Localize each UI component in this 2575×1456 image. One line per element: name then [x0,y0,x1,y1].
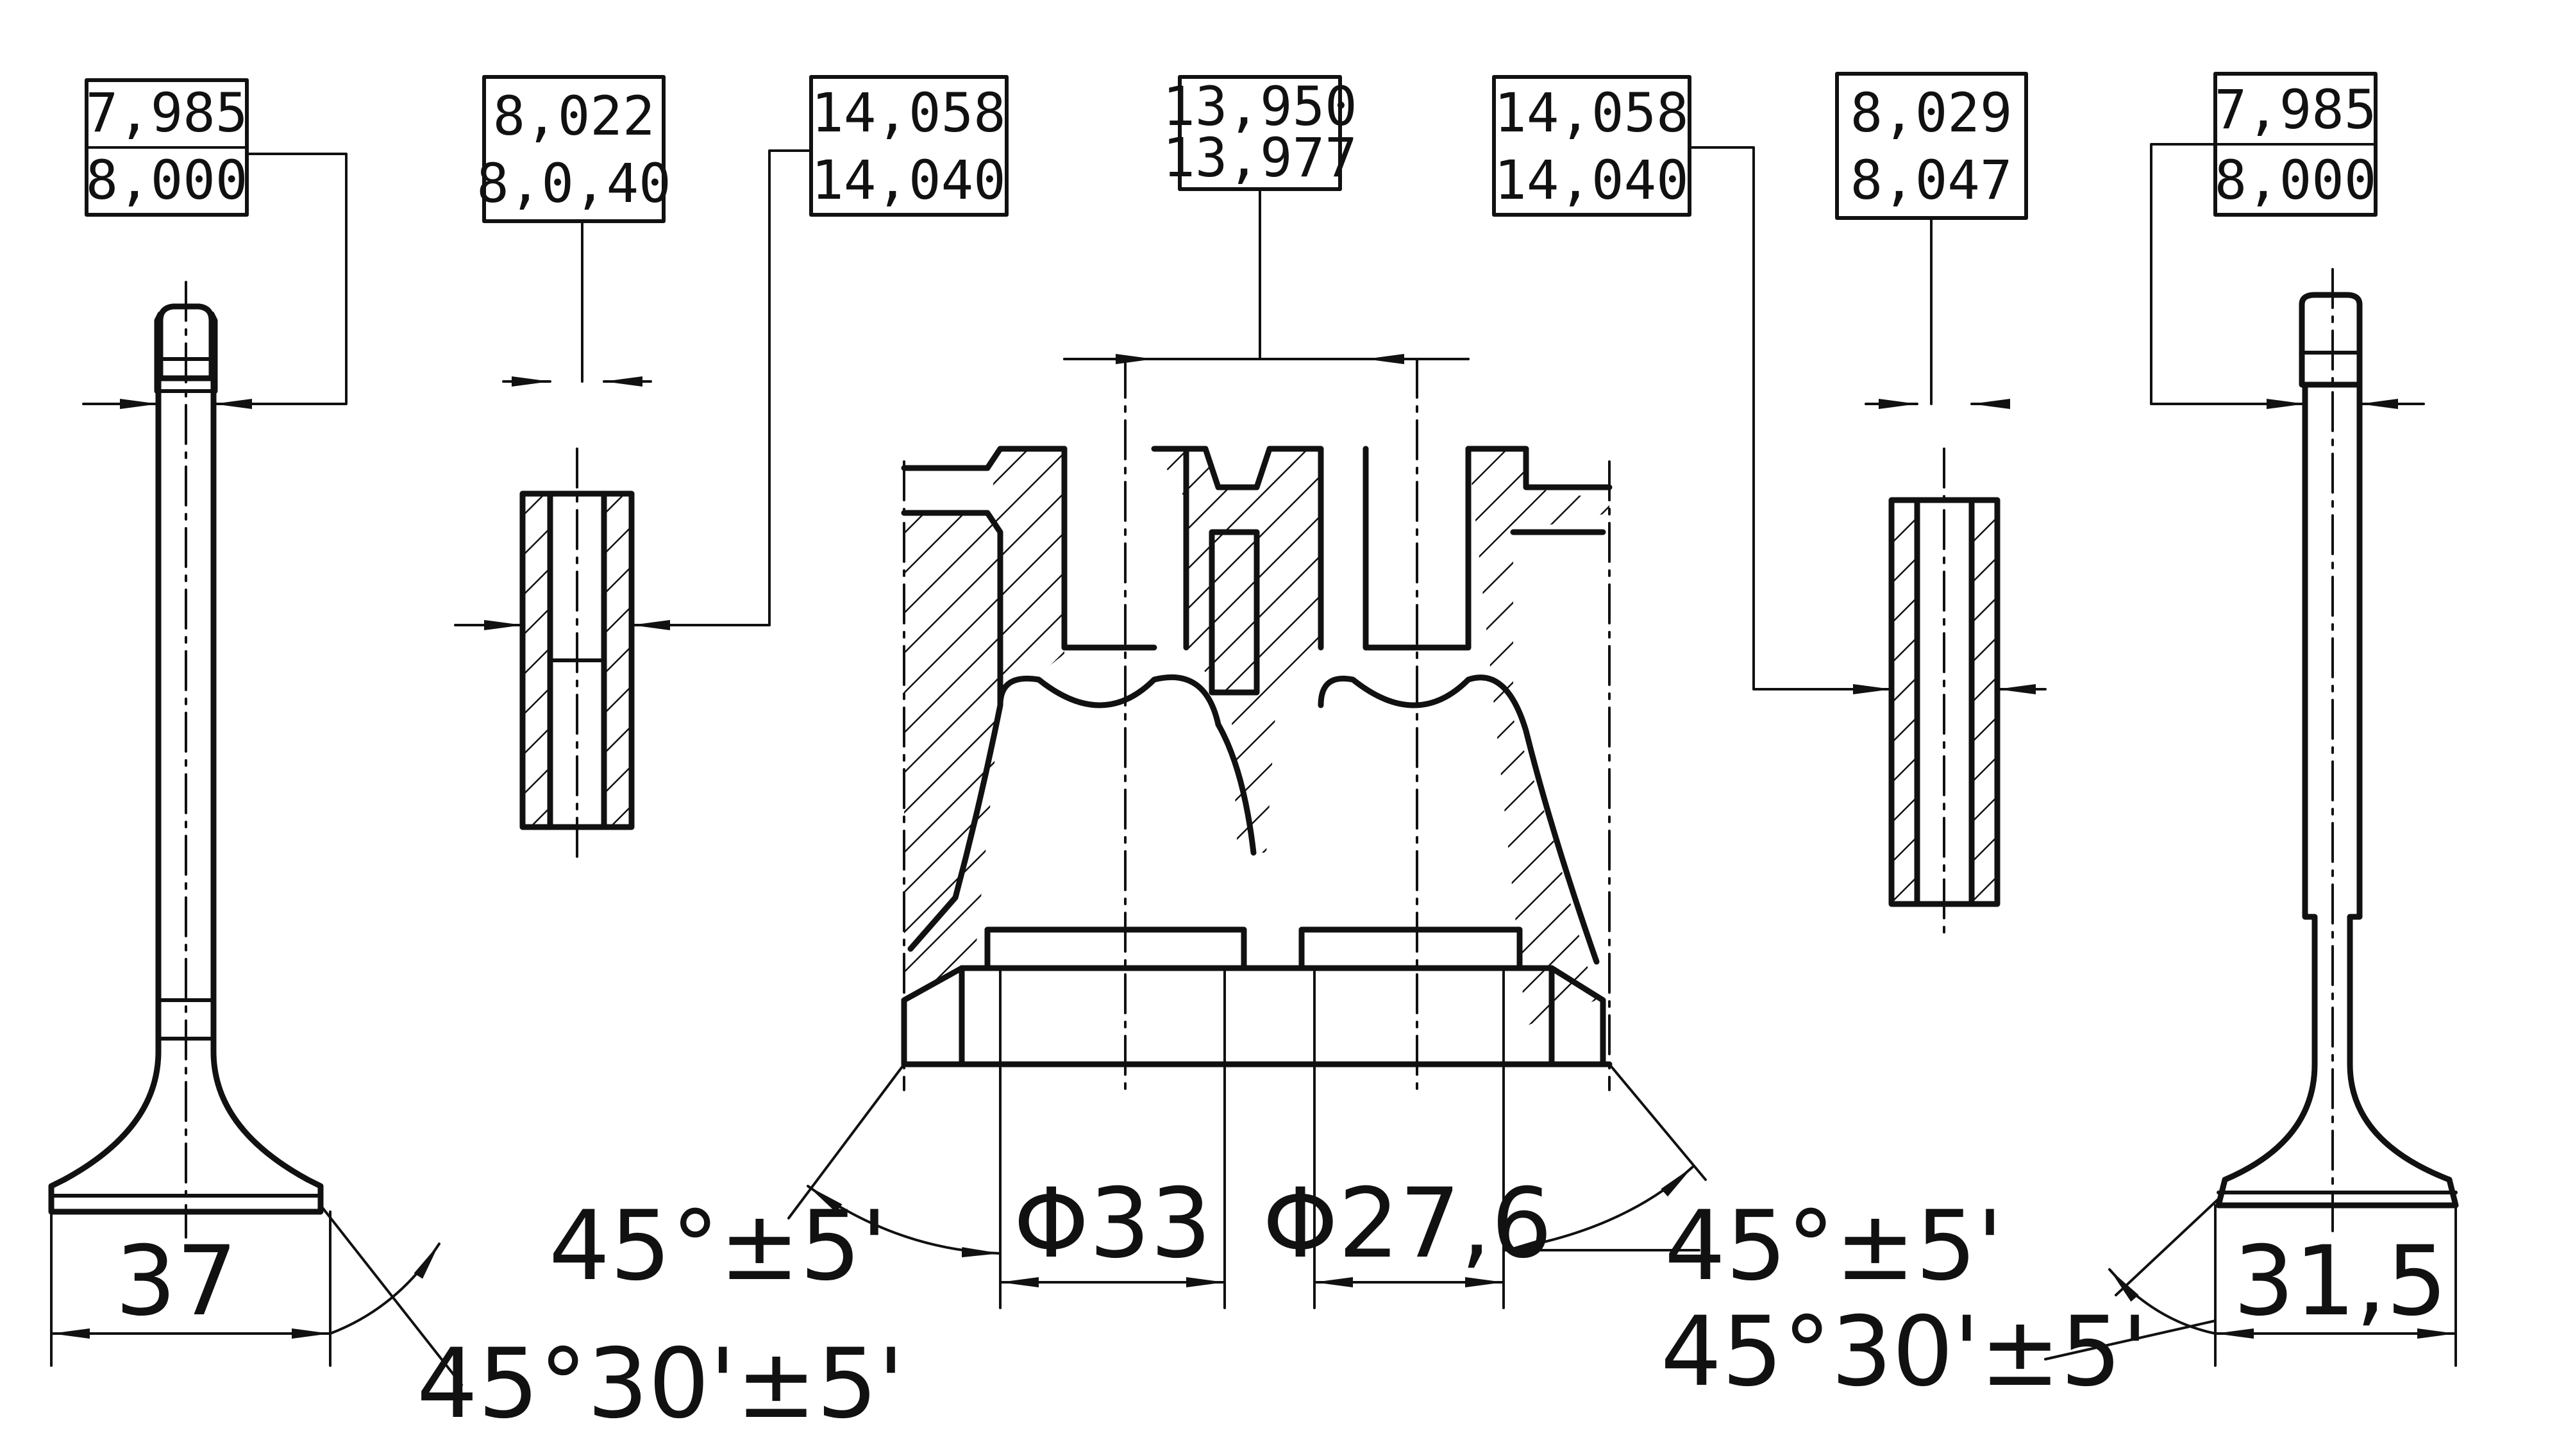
tolerance-box-right-valve-stem: 7,985 8,000 [2213,72,2378,217]
tolerance-top: 7,985 [86,81,248,144]
tolerance-bottom: 8,047 [1850,149,2013,212]
right-valve-head-dimension: 31,5 [2233,1226,2447,1337]
tolerance-top: 8,029 [1850,81,2013,144]
tolerance-box-right-guide-od: 14,058 14,040 [1492,75,1691,217]
tolerance-top: 14,058 [1494,81,1688,144]
tolerance-box-left-guide-od: 14,058 14,040 [809,75,1009,217]
intake-seat-diameter: Φ33 [1014,1168,1212,1280]
cylinder-head-section [901,358,1613,1091]
left-valve-guide [519,448,635,860]
tolerance-box-right-guide-bore: 8,029 8,047 [1835,72,2028,220]
tolerance-bottom: 8,000 [86,149,248,212]
right-valve-face-angle: 45°30'±5' [1661,1296,2148,1408]
tolerance-box-left-valve-stem: 7,985 8,000 [85,78,249,217]
bottom-dimensions: 37 45°30'±5' 45°±5' Φ33 Φ27,6 45°±5' 31,… [50,967,2457,1440]
tolerance-bottom: 13,977 [1162,126,1357,189]
right-valve-guide [1888,448,2000,937]
exhaust-seat-diameter: Φ27,6 [1262,1168,1552,1280]
tolerance-top: 8,022 [493,85,655,147]
leader-lines [82,143,2425,694]
left-valve [48,281,324,1239]
tolerance-top: 7,985 [2215,78,2377,141]
tolerance-bottom: 8,0,40 [476,152,671,215]
tolerance-box-left-guide-bore: 8,022 8,0,40 [476,75,671,223]
tolerance-top: 13,950 [1162,75,1357,138]
exhaust-seat-angle: 45°±5' [1665,1191,2003,1302]
tolerance-box-head-guide-holes: 13,950 13,977 [1162,75,1357,191]
right-valve [2215,268,2459,1239]
tolerance-bottom: 14,040 [1494,149,1688,212]
tolerance-bottom: 8,000 [2215,149,2377,212]
intake-seat-angle: 45°±5' [549,1191,887,1302]
left-valve-head-dimension: 37 [115,1226,238,1337]
tolerance-top: 14,058 [811,81,1005,144]
tolerance-bottom: 14,040 [811,149,1005,212]
left-valve-face-angle: 45°30'±5' [417,1328,904,1440]
